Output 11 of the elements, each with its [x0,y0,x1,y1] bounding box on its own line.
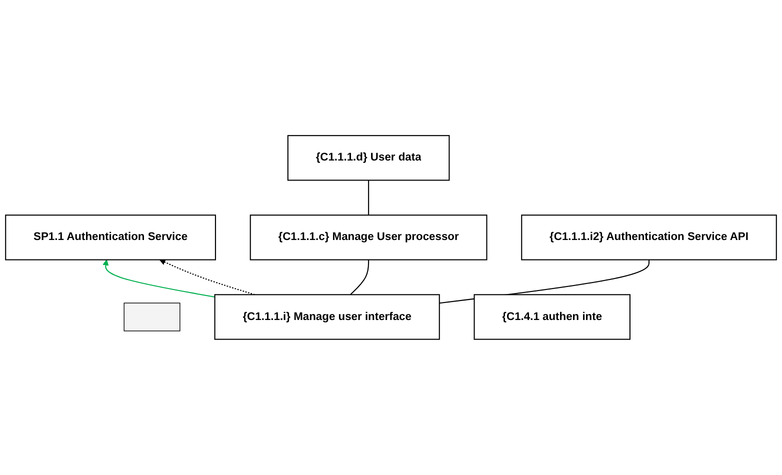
node-box: {C1.1.1.d} User data [287,135,450,181]
node-box: {C1.4.1 authen inte [474,294,630,340]
arrow [102,260,215,298]
node-box: {C1.1.1.c} Manage User processor [250,214,488,260]
node-box: {C1.1.1.i2} Authentication Service API [521,214,777,260]
node-box [124,302,180,332]
node-box: {C1.1.1.i} Manage user interface [214,294,440,340]
connector [350,260,370,296]
arrow [159,259,255,296]
node-box: SP1.1 Authentication Service [5,214,216,260]
connector [368,180,370,216]
